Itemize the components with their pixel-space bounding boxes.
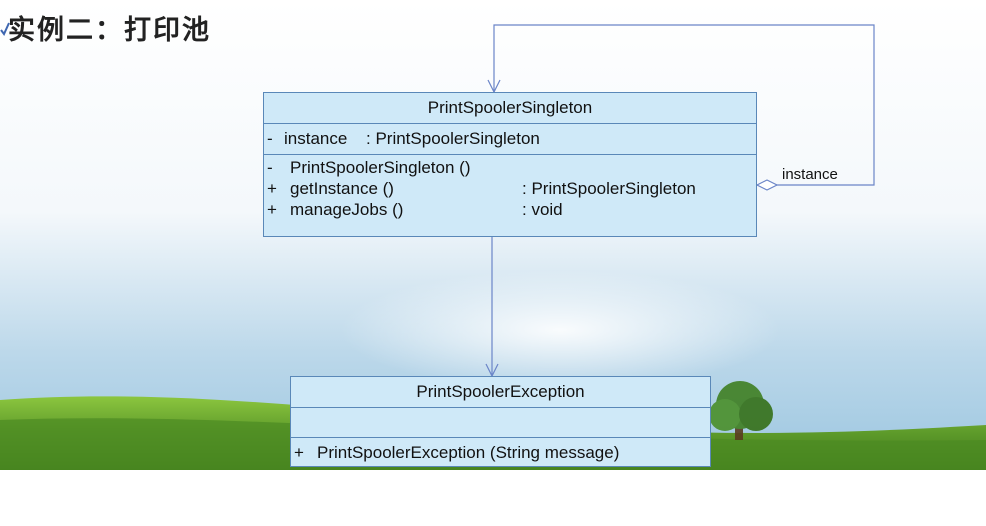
attributes-section: - instance : PrintSpoolerSingleton xyxy=(264,123,756,154)
visibility-marker: - xyxy=(267,158,273,177)
association-label: instance xyxy=(782,166,838,183)
visibility-marker: + xyxy=(267,179,277,198)
aggregation-diamond xyxy=(755,179,779,191)
operation-row: + getInstance () : PrintSpoolerSingleton xyxy=(264,178,756,199)
operations-section: - PrintSpoolerSingleton () + getInstance… xyxy=(264,154,756,238)
class-name: PrintSpoolerException xyxy=(416,382,585,401)
visibility-marker: - xyxy=(267,129,273,148)
operation-type: : PrintSpoolerSingleton xyxy=(522,179,696,198)
operation-name: PrintSpoolerException (String message) xyxy=(317,443,620,462)
class-print-spooler-singleton[interactable]: PrintSpoolerSingleton - instance : Print… xyxy=(263,92,757,237)
operation-row: - PrintSpoolerSingleton () xyxy=(264,157,756,178)
attributes-section xyxy=(291,407,710,437)
attribute-type: : PrintSpoolerSingleton xyxy=(366,129,540,148)
visibility-marker: + xyxy=(267,200,277,219)
visibility-marker: + xyxy=(294,443,304,462)
operation-row: + manageJobs () : void xyxy=(264,199,756,220)
self-association-line xyxy=(493,24,875,186)
attribute-row: - instance : PrintSpoolerSingleton xyxy=(264,128,756,149)
tree xyxy=(709,381,773,440)
operation-name: manageJobs () xyxy=(290,200,404,219)
class-print-spooler-exception[interactable]: PrintSpoolerException + PrintSpoolerExce… xyxy=(290,376,711,467)
operations-section: + PrintSpoolerException (String message) xyxy=(291,437,710,468)
operation-type: : void xyxy=(522,200,563,219)
operation-name: PrintSpoolerSingleton () xyxy=(290,158,471,177)
attribute-name: instance xyxy=(284,129,348,148)
class-name: PrintSpoolerSingleton xyxy=(427,98,593,117)
slide-title: 实例二：打印池 xyxy=(8,15,211,46)
operation-name: getInstance () xyxy=(290,179,394,198)
operation-row: + PrintSpoolerException (String message) xyxy=(291,442,710,463)
title-check-icon xyxy=(0,22,10,36)
